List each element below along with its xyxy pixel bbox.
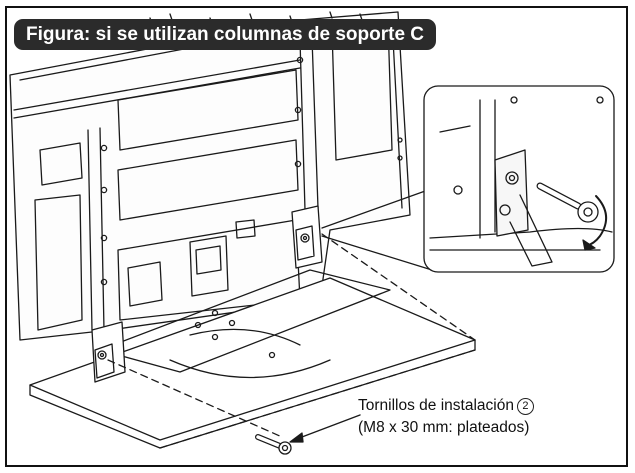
callout-arrow	[289, 414, 361, 443]
support-column-left	[91, 321, 126, 383]
support-column-right	[291, 205, 323, 269]
loose-screw-icon	[255, 434, 292, 455]
callout-screws-spec: (M8 x 30 mm: plateados)	[358, 419, 530, 436]
figure-title: Figura: si se utilizan columnas de sopor…	[14, 19, 437, 50]
leader-lines	[107, 189, 476, 449]
installation-screw-icon	[536, 182, 599, 223]
rotation-arrow-icon	[582, 195, 607, 251]
detail-magnifier	[423, 85, 615, 273]
callout-screws-text: Tornillos de instalación	[358, 397, 514, 414]
callout-number: 2	[516, 398, 534, 415]
